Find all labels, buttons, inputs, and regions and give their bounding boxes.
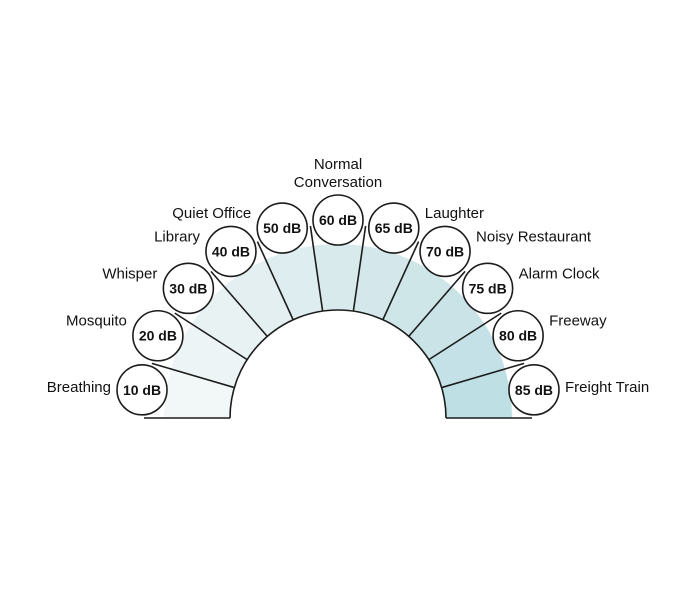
db-badge-8: 70 dB: [419, 225, 471, 278]
db-badge-circle: [508, 364, 560, 416]
db-value: 70 dB: [426, 243, 464, 259]
db-badge-1: 10 dB: [116, 364, 168, 416]
divider-line-9: [428, 312, 502, 361]
sound-source-label-line: Normal: [314, 156, 362, 173]
db-badge-10: 80 dB: [492, 309, 544, 362]
fan-segment-6: [313, 244, 363, 312]
db-badge-circle: [162, 262, 215, 315]
db-value: 40 dB: [212, 243, 250, 259]
fan-segment-4: [224, 259, 294, 337]
fan-segment-9: [408, 286, 485, 360]
sound-source-label-7: Laughter: [425, 205, 484, 222]
db-value: 30 dB: [169, 280, 207, 296]
db-badge-circle: [419, 225, 471, 278]
db-value: 60 dB: [319, 212, 357, 228]
sound-source-labels: Breathing Mosquito Whisper Library Quiet Off…: [47, 156, 649, 396]
db-badge-circle: [116, 364, 168, 416]
inner-arc: [229, 309, 447, 419]
db-value: 65 dB: [375, 220, 413, 236]
decibel-badges: 10 dB 20 dB 30 dB 40 dB 50 dB 60 dB 65 dB 70 dB…: [116, 194, 560, 416]
fan-segment-11: [441, 368, 512, 418]
sound-source-label-9: Alarm Clock: [519, 265, 600, 282]
sound-source-label-3: Whisper: [102, 265, 157, 282]
sound-source-label-2: Mosquito: [66, 313, 127, 330]
sound-source-label-4: Library: [154, 228, 200, 245]
db-badge-circle: [312, 194, 364, 246]
fan-segment-1: [164, 368, 235, 418]
divider-line-1: [151, 362, 235, 389]
db-value: 75 dB: [469, 280, 507, 296]
divider-line-2: [174, 312, 248, 361]
db-badge-6: 60 dB: [312, 194, 364, 246]
db-badge-2: 20 dB: [132, 309, 184, 362]
divider-line-6: [352, 225, 367, 312]
db-badge-circle: [256, 202, 309, 254]
fan-segment-2: [171, 323, 248, 388]
fan-divider-lines: [144, 225, 532, 419]
db-value: 10 dB: [123, 382, 161, 398]
fan-segments: [164, 244, 512, 418]
sound-source-label-line: Conversation: [294, 174, 382, 191]
fan-segment-10: [428, 323, 505, 388]
db-badge-circle: [461, 262, 514, 315]
db-badge-circle: [205, 225, 257, 278]
db-badge-circle: [132, 309, 184, 362]
divider-line-5: [309, 225, 324, 312]
db-value: 85 dB: [515, 382, 553, 398]
db-value: 80 dB: [499, 328, 537, 344]
sound-source-label-1: Breathing: [47, 379, 111, 396]
db-badge-4: 40 dB: [205, 225, 257, 278]
sound-source-label-11: Freight Train: [565, 379, 649, 396]
db-badge-7: 65 dB: [367, 202, 420, 254]
fan-segment-8: [382, 259, 452, 337]
sound-source-label-10: Freeway: [549, 313, 607, 330]
divider-line-3: [210, 270, 268, 337]
sound-source-label-8: Noisy Restaurant: [476, 228, 592, 245]
db-badge-9: 75 dB: [461, 262, 514, 315]
fan-segment-7: [353, 245, 411, 320]
db-badge-11: 85 dB: [508, 364, 560, 416]
divider-line-8: [408, 270, 466, 337]
db-value: 20 dB: [139, 328, 177, 344]
fan-segment-3: [191, 286, 268, 360]
divider-line-10: [441, 362, 525, 389]
divider-line-4: [256, 241, 294, 321]
db-badge-circle: [492, 309, 544, 362]
db-badge-5: 50 dB: [256, 202, 309, 254]
sound-source-label-5: Quiet Office: [172, 205, 251, 222]
db-badge-3: 30 dB: [162, 262, 215, 315]
db-badge-circle: [367, 202, 420, 254]
divider-line-7: [382, 241, 420, 321]
fan-segment-5: [265, 245, 323, 320]
db-value: 50 dB: [263, 220, 301, 236]
